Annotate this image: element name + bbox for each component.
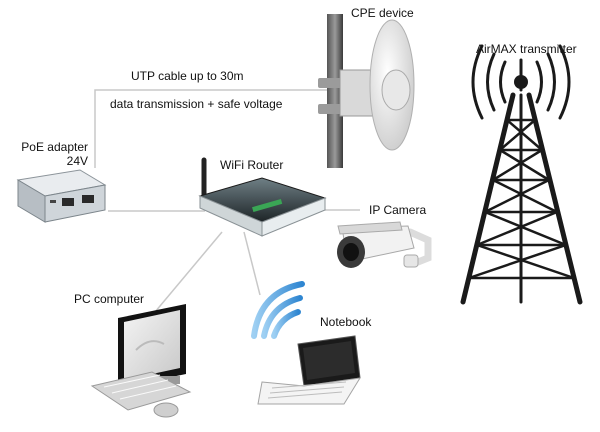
wifi-waves-icon	[251, 281, 305, 339]
data-transmission-label: data transmission + safe voltage	[110, 97, 283, 111]
pc-computer-label: PC computer	[74, 292, 145, 306]
notebook-label: Notebook	[320, 315, 372, 329]
utp-cable-label: UTP cable up to 30m	[131, 69, 244, 83]
cpe-antenna-icon	[318, 14, 415, 168]
wifi-router-icon	[198, 157, 327, 237]
airmax-tower-icon	[460, 44, 583, 305]
ip-camera-label: IP Camera	[369, 203, 427, 217]
poe-voltage-label: 24V	[66, 154, 88, 168]
cpe-device-label: CPE device	[351, 6, 414, 20]
router-to-notebook-line	[243, 231, 261, 296]
ip-camera-icon	[337, 221, 432, 268]
poe-adapter-icon	[16, 169, 107, 223]
connection-lines	[94, 89, 360, 313]
router-to-pc-line	[154, 231, 223, 313]
poe-adapter-label: PoE adapter	[21, 140, 88, 154]
notebook-icon	[257, 335, 361, 405]
airmax-transmitter-label: AirMAX transmitter	[476, 42, 577, 56]
utp-cable-line	[94, 89, 335, 168]
pc-computer-icon	[90, 304, 192, 418]
wifi-router-label: WiFi Router	[220, 158, 284, 172]
